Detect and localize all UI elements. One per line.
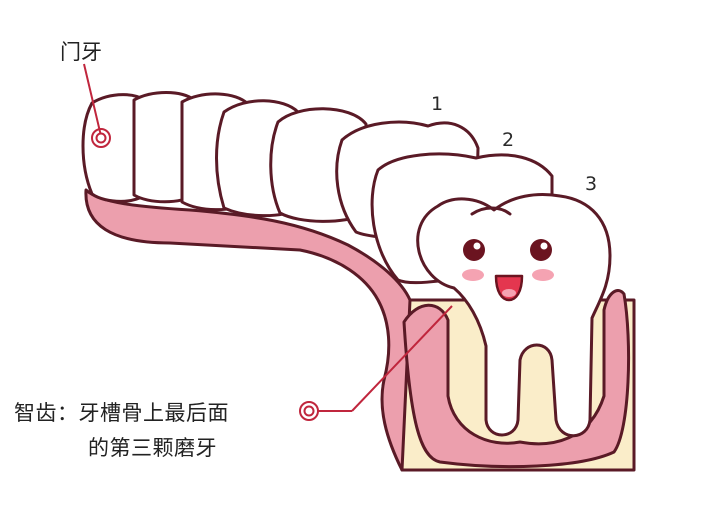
gum-pocket: [402, 289, 631, 469]
right-eye: [530, 239, 552, 261]
wisdom-tooth-crease: [470, 206, 512, 216]
left-eye: [463, 239, 485, 261]
tooth-number-2: 2: [502, 129, 515, 151]
tooth-face: [462, 239, 554, 302]
wisdom-tooth-label-line2: 的第三颗磨牙: [88, 436, 217, 460]
wisdom-tooth-label-line1: 智齿：牙槽骨上最后面: [14, 401, 229, 425]
front-tooth-pointer: [83, 63, 111, 148]
tongue: [502, 289, 516, 297]
front-tooth-marker: [91, 128, 111, 148]
right-blush: [532, 269, 554, 281]
tooth-front: [81, 93, 148, 203]
right-eye-shine: [540, 242, 548, 250]
wisdom-tooth-marker: [299, 401, 319, 421]
jaw-gum: [84, 188, 420, 472]
left-blush: [462, 269, 484, 281]
wisdom-tooth-pointer: [299, 305, 453, 421]
tooth-number-3: 3: [585, 173, 598, 195]
tooth-number-1: 1: [431, 93, 444, 115]
left-eye-shine: [473, 242, 481, 250]
front-tooth-label: 门牙: [60, 40, 102, 64]
